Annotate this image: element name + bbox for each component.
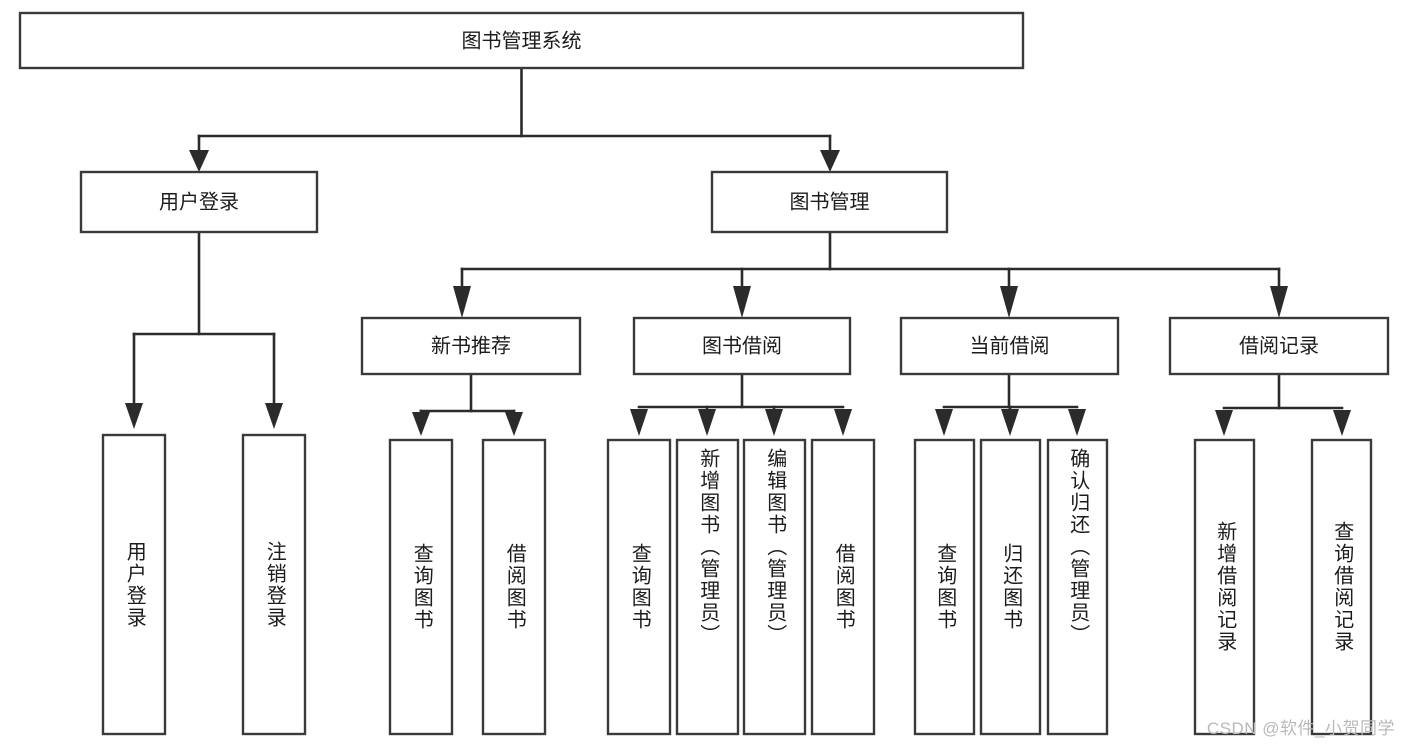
node-borrow-record[interactable]	[1168, 316, 1390, 376]
nodes-layer: 图书管理系统 用户登录 图书管理 新书推荐 图书借阅 当前借阅 借阅记录	[18, 11, 1390, 736]
node-book-borrow[interactable]	[632, 316, 852, 376]
node-current-borrow-label: 当前借阅	[970, 334, 1050, 357]
leaf-query-borrow-record[interactable]	[1310, 438, 1373, 736]
edges-layer	[125, 66, 1351, 436]
node-user-login-label: 用户登录	[159, 190, 239, 213]
leaf-query-book-2[interactable]	[606, 438, 672, 736]
leaf-user-login[interactable]	[101, 433, 167, 736]
arrow-current-leaf-2	[1001, 409, 1019, 436]
arrow-newbook-leaf-1	[412, 412, 430, 436]
arrow-record-leaf-2	[1333, 410, 1351, 436]
leaf-borrow-book-1[interactable]	[481, 438, 547, 736]
leaf-add-book-admin[interactable]	[675, 438, 740, 736]
leaf-query-book-1[interactable]	[388, 438, 454, 736]
leaf-add-borrow-record[interactable]	[1193, 438, 1256, 736]
arrow-newbook-leaf-2	[505, 412, 523, 436]
node-new-book-recommend[interactable]	[360, 316, 582, 376]
arrow-bookmgmt-to-newbook	[453, 286, 471, 318]
arrow-borrow-leaf-1	[630, 409, 648, 436]
node-book-management-label: 图书管理	[790, 190, 870, 213]
arrow-borrow-leaf-3	[765, 409, 783, 436]
arrow-borrow-leaf-4	[834, 409, 852, 436]
node-new-book-recommend-label: 新书推荐	[431, 334, 511, 357]
arrow-record-leaf-1	[1215, 410, 1233, 436]
arrow-userlogin-leaf-1	[125, 403, 143, 429]
arrow-root-to-user-login	[189, 150, 209, 172]
arrow-root-to-book-mgmt	[820, 150, 840, 172]
node-root-book-management-system[interactable]	[18, 11, 1025, 70]
node-root-label: 图书管理系统	[462, 29, 582, 52]
leaf-borrow-book-2[interactable]	[810, 438, 876, 736]
node-book-management[interactable]	[710, 170, 949, 234]
arrow-bookmgmt-to-borrow	[733, 286, 751, 318]
arrow-current-leaf-1	[935, 409, 953, 436]
leaf-query-book-3[interactable]	[913, 438, 976, 736]
leaf-confirm-return-admin[interactable]	[1046, 438, 1109, 736]
node-borrow-record-label: 借阅记录	[1239, 334, 1319, 357]
leaf-logout[interactable]	[241, 433, 307, 736]
leaf-return-book[interactable]	[979, 438, 1042, 736]
arrow-bookmgmt-to-current	[1000, 286, 1018, 318]
arrow-userlogin-leaf-2	[265, 403, 283, 429]
node-current-borrow[interactable]	[899, 316, 1120, 376]
node-user-login[interactable]	[79, 170, 319, 234]
csdn-watermark: CSDN @软件_小贺同学	[1206, 719, 1395, 738]
arrow-borrow-leaf-2	[698, 409, 716, 436]
arrow-current-leaf-3	[1068, 409, 1086, 436]
arrow-bookmgmt-to-record	[1270, 286, 1288, 318]
leaf-edit-book-admin[interactable]	[742, 438, 807, 736]
node-book-borrow-label: 图书借阅	[702, 334, 782, 357]
